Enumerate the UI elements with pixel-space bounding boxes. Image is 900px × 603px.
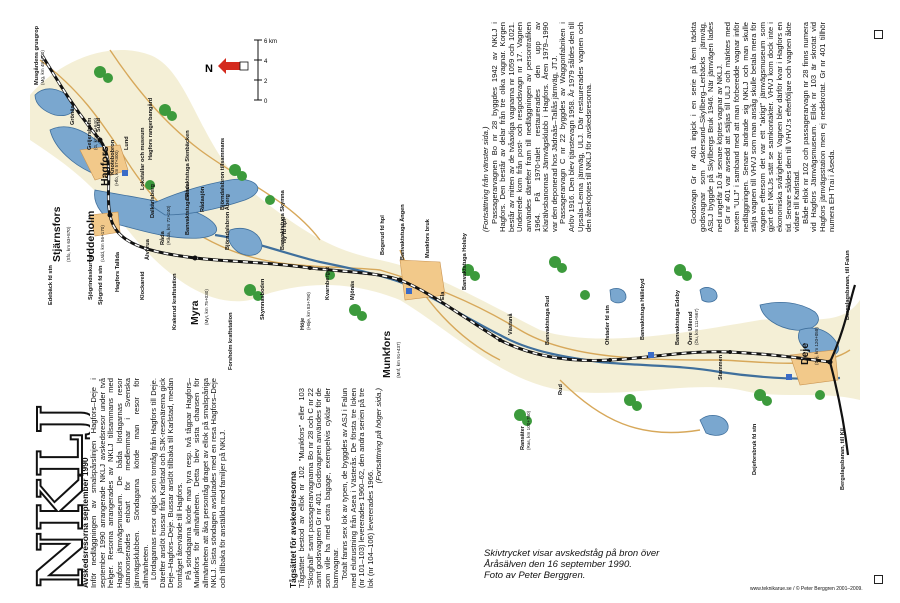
label-alvbrua: Älvbrua — [145, 239, 151, 260]
nklj-logo: NKLJ — [23, 404, 90, 590]
label-banvakt-angen: Banvaktstuga Ängen — [400, 204, 406, 260]
scale-tick-6: 6 km — [264, 39, 277, 45]
label-ela: Ela — [440, 291, 446, 300]
label-lund: Lund — [124, 136, 130, 150]
label-mjonas: Mjönäs — [350, 280, 356, 300]
label-edeback: Edebäck fd stn — [48, 265, 54, 305]
lake-small-2 — [699, 287, 718, 303]
label-dejeforsbruk: Dejeforsbruk fd stn — [752, 423, 758, 475]
label-banvakt-holsby: Banvaktstuga Holsby — [462, 233, 468, 290]
label-ofstader: Ofstader fd stn — [605, 305, 611, 345]
photo-caption: Skivtrycket visar avskedståg på bron öve… — [484, 548, 660, 581]
footer-credit: www.teknikarue.se / © Peter Berggren 200… — [750, 586, 863, 592]
lake-small-1 — [699, 415, 729, 436]
label-hagfors-rang: Hagfors rangerbangård — [148, 97, 154, 160]
scale-bar — [254, 39, 262, 101]
north-arrow-icon — [218, 58, 249, 74]
label-bogerud: Bogerud fd hpl — [380, 215, 386, 255]
forest-markers — [94, 66, 825, 426]
corner-mark-top-right — [874, 30, 883, 39]
label-bjorndal2: Björndalsbron tillsammans — [220, 137, 226, 210]
station-dots — [97, 137, 833, 365]
label-ova-ullerud: Övre Ullerud(Öu, km 111+567) — [688, 308, 700, 345]
scale-tick-2: 2 — [264, 79, 268, 85]
label-hagfors-tallida: Hagfors Tallida — [115, 252, 121, 292]
label-ransater: Ransäter(Ras, km 100+760) — [520, 410, 532, 450]
corner-mark-bottom-right — [874, 575, 883, 584]
label-museum: Lokstallar och museum — [140, 127, 146, 190]
label-krakerud: Krakerud kraftstation — [172, 273, 178, 330]
label-deje: Deje(Dej, km 120+058) — [799, 327, 819, 365]
label-banvakt-rud: Banvaktstuga Rud — [545, 295, 551, 345]
label-forsholm: Forsholm kraftstation — [228, 312, 234, 371]
label-musgarden: Musgårdens grusgrop(Mg, km 48+700) — [34, 25, 46, 85]
label-rada: Råda(Råda, km 72+240) — [160, 205, 172, 245]
label-klockareid: Klockareid — [140, 271, 146, 300]
scale-tick-4: 4 — [264, 59, 268, 65]
label-sund: Sund — [96, 118, 102, 132]
label-knotebobron: Knotebobron — [110, 139, 116, 175]
label-kvarnberget: Kvarnberget — [325, 267, 331, 300]
label-banvakt-stenback: Banvaktstuga Stenbäcken — [185, 130, 191, 200]
logo-text: NKLJ — [24, 405, 90, 589]
label-dalkarlsberg: Dalkarlsberg — [150, 184, 156, 218]
railway-line — [40, 54, 857, 456]
scale-tick-0: 0 — [264, 99, 268, 105]
label-skymnasboden: Skymnasboden — [260, 278, 266, 320]
lake-skymnan — [228, 228, 263, 256]
klaralven-river — [214, 233, 841, 380]
label-myra: Myra(Myr, km 75+030) — [189, 289, 209, 325]
lake-rada — [149, 178, 259, 216]
label-stammen: Stammen — [718, 354, 724, 380]
label-gronas: Grönäs — [70, 105, 76, 125]
label-rada-hallplats: Rådasjön — [200, 186, 206, 212]
label-munkfors-bruk: Munkfors bruk — [425, 219, 431, 258]
label-rud: Rud — [558, 384, 564, 395]
label-ny-hpl: Ny fd hpl — [282, 219, 288, 243]
label-banvakt-edeby: Banvaktstuga Edeby — [675, 289, 681, 345]
label-munkfors: Munkfors(Mnf, km 91+437) — [381, 330, 401, 378]
label-hoje: Höje(Höje, km 83+790) — [300, 292, 312, 330]
label-stjarnsfors: Stjärnsfors(Sfo, km 63+870) — [51, 206, 71, 262]
lake-small-3 — [609, 288, 627, 304]
info-marker-icons — [122, 170, 792, 380]
label-bergslags-kil: Bergslagsbanan, till Kil — [840, 428, 846, 490]
north-label: N — [205, 63, 213, 75]
label-vastana: Västanå — [508, 313, 514, 335]
label-bergslags-falun: Bergslagsbanan, till Falun — [845, 250, 851, 320]
label-banvakt-hallebyd: Banvaktstuga Hällebyd — [640, 278, 646, 340]
label-sjogrind2: Sjögrindsskurvan — [88, 252, 94, 300]
label-sjogrind: Sjögrind fd stn — [98, 265, 104, 305]
lake-ransjon — [34, 88, 75, 117]
lake-deje-1 — [759, 301, 819, 331]
